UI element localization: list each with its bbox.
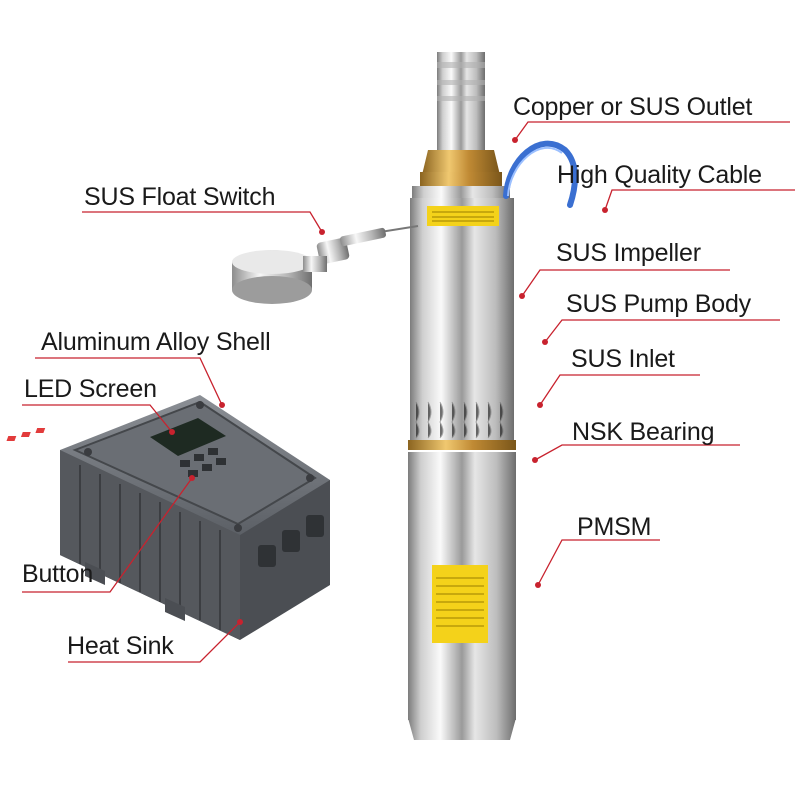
leader-float [82, 211, 323, 233]
control-buttons [180, 448, 226, 477]
leader-shell [35, 357, 223, 406]
leader-lines [22, 121, 795, 663]
controller-box [6, 395, 330, 640]
warning-label-motor [432, 565, 488, 643]
brass-fitting [422, 150, 500, 175]
leader-pump-body [544, 319, 780, 343]
label-motor: PMSM [577, 513, 652, 541]
leader-outlet [514, 121, 790, 141]
submersible-pump [408, 52, 578, 740]
led-screen [150, 418, 226, 456]
float-switch [232, 225, 419, 304]
pump-body [410, 198, 514, 403]
label-inlet: SUS Inlet [571, 345, 675, 373]
leader-motor [537, 539, 660, 586]
label-bearing: NSK Bearing [572, 418, 715, 446]
inlet-mesh [410, 398, 514, 440]
label-cable: High Quality Cable [557, 161, 762, 189]
leader-impeller [521, 269, 730, 297]
outlet-pipe [437, 52, 485, 152]
leader-bearing [534, 444, 740, 461]
leader-led [22, 404, 173, 433]
label-pump-body: SUS Pump Body [566, 290, 751, 318]
leader-heatsink [68, 621, 241, 663]
pump-cable [503, 140, 578, 208]
warning-label [427, 206, 499, 226]
label-float-switch: SUS Float Switch [84, 183, 276, 211]
leader-cable [604, 189, 795, 211]
leader-dots [169, 137, 608, 625]
leader-button [22, 477, 193, 593]
label-shell: Aluminum Alloy Shell [41, 328, 271, 356]
leader-inlet [539, 374, 700, 406]
label-outlet: Copper or SUS Outlet [513, 93, 753, 121]
label-impeller: SUS Impeller [556, 239, 701, 267]
label-heat-sink: Heat Sink [67, 632, 174, 660]
label-button: Button [22, 560, 94, 588]
label-led-screen: LED Screen [24, 375, 157, 403]
